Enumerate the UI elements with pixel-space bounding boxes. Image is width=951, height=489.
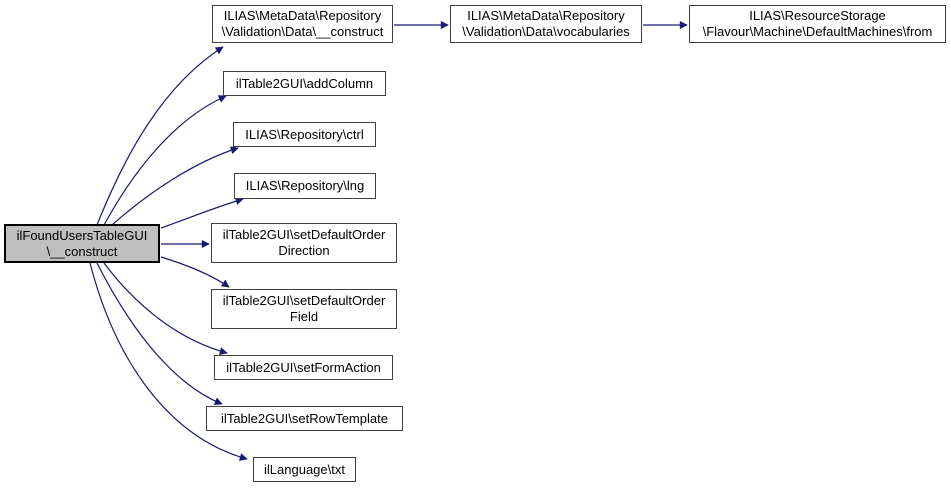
node-illanguage-txt[interactable]: ilLanguage\txt [253, 457, 356, 482]
node-iltable2gui-setdefaultorderdirection[interactable]: ilTable2GUI\setDefaultOrder Direction [211, 223, 397, 263]
node-iltable2gui-setdefaultorderfield[interactable]: ilTable2GUI\setDefaultOrder Field [211, 289, 397, 329]
edge-root-to-add-column [103, 95, 227, 226]
edge-root-to-ctrl [111, 146, 239, 226]
node-md-validation-data-vocabularies[interactable]: ILIAS\MetaData\Repository \Validation\Da… [450, 5, 642, 43]
node-iltable2gui-setrowtemplate[interactable]: ilTable2GUI\setRowTemplate [206, 406, 403, 431]
node-ilfounduserstablegui-construct: ilFoundUsersTableGUI \__construct [4, 224, 160, 263]
edge-root-to-set-form-action [103, 262, 228, 355]
node-resourcestorage-defaultmachines-from[interactable]: ILIAS\ResourceStorage \Flavour\Machine\D… [689, 5, 946, 43]
node-ilias-repository-lng[interactable]: ILIAS\Repository\lng [234, 173, 376, 199]
node-iltable2gui-addcolumn[interactable]: ilTable2GUI\addColumn [223, 71, 386, 96]
node-iltable2gui-setformaction[interactable]: ilTable2GUI\setFormAction [214, 355, 393, 380]
node-md-validation-data-construct[interactable]: ILIAS\MetaData\Repository \Validation\Da… [212, 5, 393, 43]
edge-root-to-set-row-template [96, 262, 223, 406]
node-ilias-repository-ctrl[interactable]: ILIAS\Repository\ctrl [233, 122, 376, 147]
edge-root-to-md-construct [96, 46, 224, 226]
